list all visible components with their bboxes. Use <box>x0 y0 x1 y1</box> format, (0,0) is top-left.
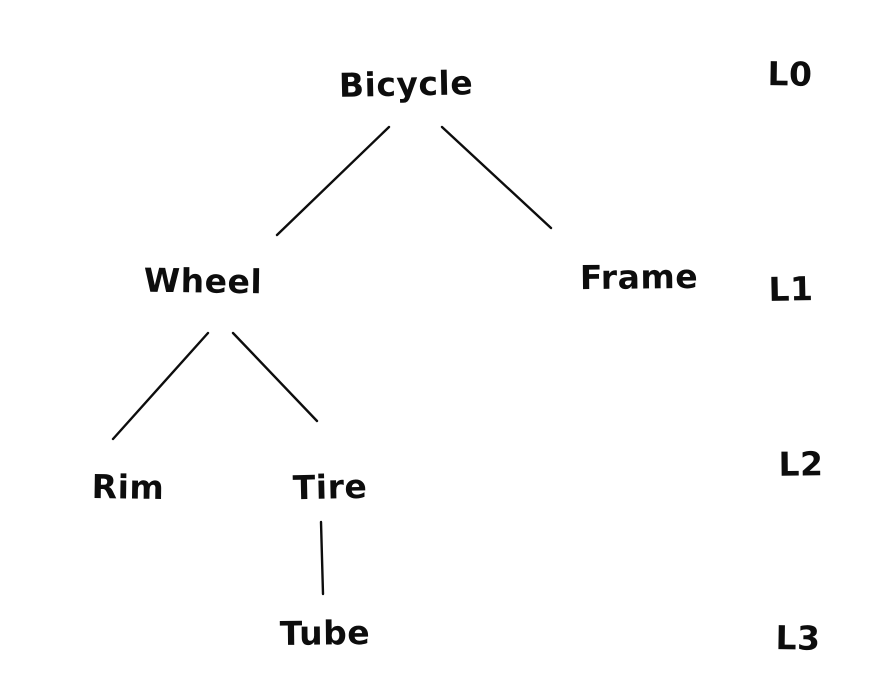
node-frame: Frame <box>579 256 699 298</box>
node-tire: Tire <box>292 466 368 508</box>
edge-bicycle-frame <box>440 125 553 230</box>
edge-bicycle-wheel <box>275 125 391 237</box>
edge-wheel-rim <box>111 331 210 441</box>
level-label-l3: L3 <box>775 618 821 658</box>
level-label-l0: L0 <box>767 54 813 94</box>
level-label-l2: L2 <box>778 444 824 484</box>
node-tube: Tube <box>279 613 371 653</box>
node-bicycle: Bicycle <box>338 63 474 105</box>
level-label-l1: L1 <box>768 269 814 309</box>
node-rim: Rim <box>91 466 165 508</box>
node-wheel: Wheel <box>143 260 263 302</box>
edge-tire-tube <box>319 520 325 596</box>
edge-wheel-tire <box>231 331 319 423</box>
